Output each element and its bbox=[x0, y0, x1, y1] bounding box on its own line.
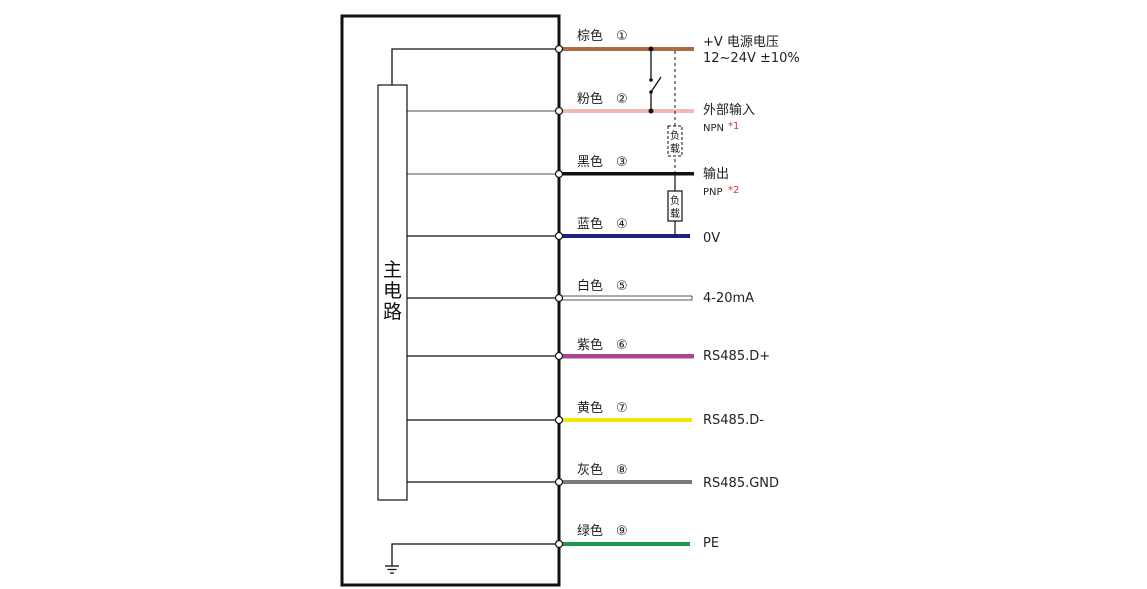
signal-label-1: +V 电源电压 bbox=[703, 35, 779, 50]
wire-label-6: 紫色 bbox=[577, 337, 603, 353]
npn-label: NPN bbox=[703, 123, 724, 134]
signal-label-7: RS485.D- bbox=[703, 413, 764, 428]
wire-number-1: ① bbox=[616, 29, 628, 44]
terminal-2 bbox=[554, 106, 564, 116]
wire-1-brown bbox=[559, 47, 694, 51]
sensor-housing bbox=[340, 14, 561, 587]
wire-number-9: ⑨ bbox=[616, 524, 628, 539]
wire-label-7: 黄色 bbox=[577, 400, 603, 416]
wire-number-5: ⑤ bbox=[616, 279, 628, 294]
switch-node-2 bbox=[649, 90, 653, 94]
terminal-3 bbox=[554, 169, 564, 179]
wire-7-yellow bbox=[559, 418, 692, 422]
wire-label-5: 白色 bbox=[577, 278, 603, 294]
terminals bbox=[554, 44, 564, 549]
wire-6-purple bbox=[559, 354, 694, 359]
pnp-load-label-1: 负 bbox=[670, 194, 680, 207]
wire-number-8: ⑧ bbox=[616, 463, 628, 478]
wire-number-6: ⑥ bbox=[616, 338, 628, 353]
wire-3-black bbox=[559, 172, 694, 176]
pnp-load-label-2: 载 bbox=[670, 208, 680, 220]
wire-8-gray bbox=[559, 480, 692, 484]
wire-number-3: ③ bbox=[616, 155, 628, 170]
npn-load-label-1: 负 bbox=[670, 129, 680, 142]
terminal-9 bbox=[554, 539, 564, 549]
switch-node-1 bbox=[649, 78, 653, 82]
wire-label-1: 棕色 bbox=[577, 28, 603, 44]
signal-label-6: RS485.D+ bbox=[703, 349, 770, 364]
pnp-load-box bbox=[667, 190, 683, 222]
signal-label-5: 4-20mA bbox=[703, 291, 754, 306]
internal-line-1 bbox=[391, 48, 559, 85]
wire-label-3: 黑色 bbox=[577, 154, 603, 170]
wire-2-pink bbox=[559, 109, 694, 113]
pnp-label: PNP bbox=[703, 187, 723, 198]
wire-number-4: ④ bbox=[616, 217, 628, 232]
terminal-1 bbox=[554, 44, 564, 54]
npn-load-label-2: 载 bbox=[670, 143, 680, 155]
signal-label-4: 0V bbox=[703, 231, 720, 246]
npn-load-box bbox=[667, 125, 683, 157]
terminal-8 bbox=[554, 477, 564, 487]
wire-label-8: 灰色 bbox=[577, 462, 603, 478]
main-circuit-block bbox=[377, 84, 408, 501]
switch-dot-bottom bbox=[648, 108, 654, 114]
switch-icon bbox=[650, 49, 662, 111]
switch-dot-top bbox=[648, 46, 654, 52]
wire-number-7: ⑦ bbox=[616, 401, 628, 416]
wire-5-white bbox=[558, 295, 693, 301]
wire-9-green bbox=[559, 542, 690, 546]
wire-number-2: ② bbox=[616, 92, 628, 107]
ground-line bbox=[391, 543, 559, 566]
ground-icon bbox=[385, 565, 399, 574]
terminal-7 bbox=[554, 415, 564, 425]
signal-label-9: PE bbox=[703, 536, 719, 551]
wire-4-blue bbox=[559, 234, 690, 238]
signal-label-8: RS485.GND bbox=[703, 476, 779, 491]
signal-label-3: 输出 bbox=[703, 166, 729, 182]
terminal-4 bbox=[554, 231, 564, 241]
terminal-6 bbox=[554, 351, 564, 361]
signal-label-1b: 12~24V ±10% bbox=[703, 51, 800, 66]
pnp-note: *2 bbox=[728, 185, 739, 196]
wire-label-4: 蓝色 bbox=[577, 216, 603, 232]
wire-label-9: 绿色 bbox=[577, 523, 603, 539]
signal-label-2: 外部输入 bbox=[703, 102, 755, 118]
wire-label-2: 粉色 bbox=[577, 91, 603, 107]
main-circuit-label: 主电路 bbox=[383, 259, 402, 323]
terminal-5 bbox=[554, 293, 564, 303]
npn-note: *1 bbox=[728, 121, 739, 132]
